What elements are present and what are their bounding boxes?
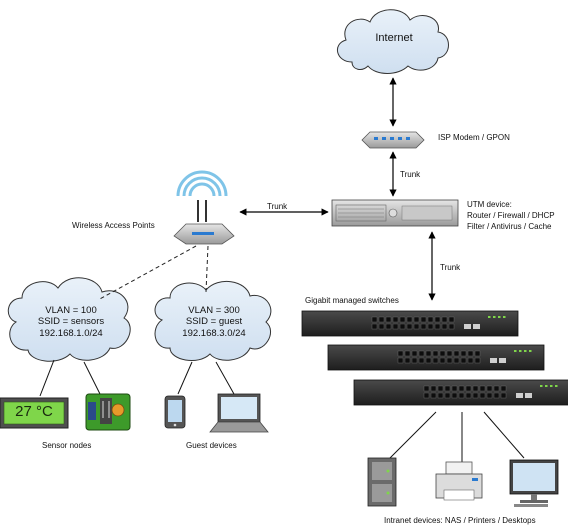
vlan-100-text: VLAN = 100 SSID = sensors 192.168.1.0/24 — [16, 305, 126, 339]
utm-line-2: Filter / Antivirus / Cache — [467, 222, 552, 231]
intranet-devices-label: Intranet devices: NAS / Printers / Deskt… — [384, 516, 536, 525]
utm-line-1: Router / Firewall / DHCP — [467, 211, 555, 220]
printer-icon — [435, 461, 483, 501]
wireless-link-guest — [205, 245, 209, 293]
vlan-100-id: VLAN = 100 — [45, 305, 97, 316]
vlan-300-ssid: SSID = guest — [185, 316, 243, 328]
vlan-100-ssid: SSID = sensors — [37, 316, 105, 328]
link-phone — [177, 361, 193, 395]
laptop-icon — [209, 393, 269, 433]
vlan-100-subnet: 192.168.1.0/24 — [39, 327, 103, 339]
link-desktop — [483, 411, 525, 459]
trunk-label-utm-switch: Trunk — [440, 263, 461, 272]
trunk-label-ap-utm: Trunk — [267, 202, 288, 211]
temperature-value: 27 °C — [15, 403, 53, 420]
vlan-300-text: VLAN = 300 SSID = guest 192.168.3.0/24 — [158, 305, 270, 339]
link-laptop — [215, 361, 235, 395]
smartphone-icon — [164, 395, 186, 429]
internet-cloud — [337, 9, 449, 74]
wireless-access-point — [173, 170, 235, 245]
vlan-300-subnet: 192.168.3.0/24 — [182, 327, 246, 339]
temperature-display — [0, 397, 69, 429]
managed-switch-1 — [301, 310, 519, 337]
ap-label: Wireless Access Points — [72, 221, 155, 230]
desktop-monitor-icon — [509, 459, 559, 507]
utm-device — [331, 199, 459, 227]
link-sensor-board — [83, 361, 101, 395]
sensor-board-icon — [85, 393, 131, 431]
sensor-nodes-label: Sensor nodes — [42, 441, 92, 450]
internet-label: Internet — [375, 32, 413, 44]
vlan-300-id: VLAN = 300 — [188, 305, 240, 316]
managed-switch-2 — [327, 344, 545, 371]
link-sensor-display — [39, 359, 55, 397]
nas-icon — [367, 457, 397, 507]
vlan-100-cloud — [7, 277, 131, 362]
trunk-label-modem-utm: Trunk — [400, 170, 421, 179]
guest-devices-label: Guest devices — [186, 441, 237, 450]
modem-label: ISP Modem / GPON — [438, 133, 510, 142]
switches-label: Gigabit managed switches — [305, 296, 399, 305]
isp-modem-device — [361, 131, 425, 149]
link-nas — [387, 411, 437, 461]
vlan-300-cloud — [154, 281, 272, 362]
managed-switch-3 — [353, 379, 568, 406]
wireless-link-sensors — [97, 245, 197, 301]
utm-title: UTM device: — [467, 200, 512, 209]
